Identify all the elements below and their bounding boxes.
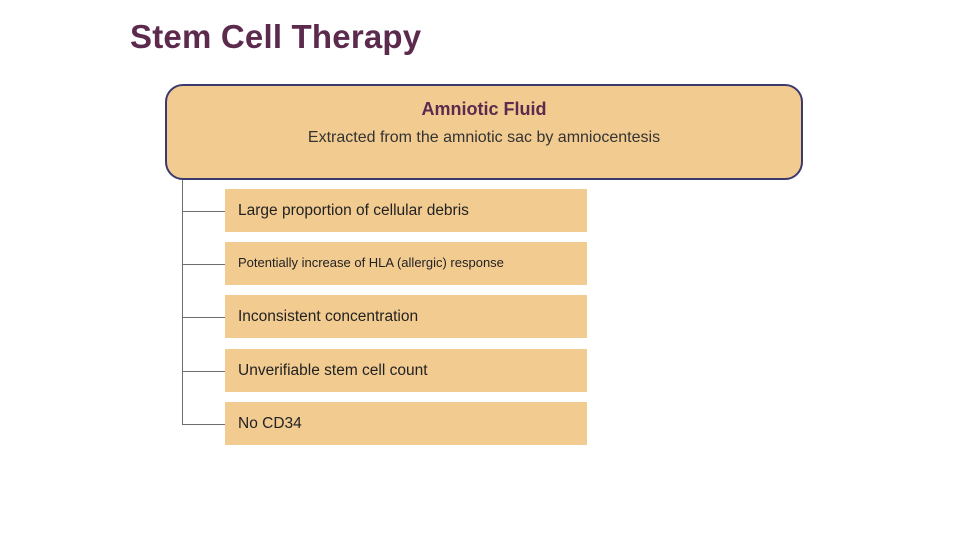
list-item-label: Potentially increase of HLA (allergic) r… (238, 255, 504, 271)
header-subtitle: Extracted from the amniotic sac by amnio… (307, 129, 661, 146)
amniotic-fluid-header-box: Amniotic Fluid Extracted from the amniot… (165, 84, 803, 180)
list-item-label: No CD34 (238, 414, 302, 432)
list-item-label: Large proportion of cellular debris (238, 201, 469, 219)
page-title: Stem Cell Therapy (130, 18, 422, 55)
header-title: Amniotic Fluid (421, 99, 547, 119)
connector-line (182, 424, 225, 425)
list-item: Large proportion of cellular debris (225, 189, 587, 232)
list-item: Inconsistent concentration (225, 295, 587, 338)
list-item: Potentially increase of HLA (allergic) r… (225, 242, 587, 285)
list-item: No CD34 (225, 402, 587, 445)
connector-line (182, 211, 225, 212)
list-item: Unverifiable stem cell count (225, 349, 587, 392)
connector-line (182, 317, 225, 318)
list-item-label: Unverifiable stem cell count (238, 361, 428, 379)
list-item-label: Inconsistent concentration (238, 307, 419, 325)
connector-line (182, 264, 225, 265)
connector-line (182, 371, 225, 372)
connector-spine (182, 180, 183, 424)
